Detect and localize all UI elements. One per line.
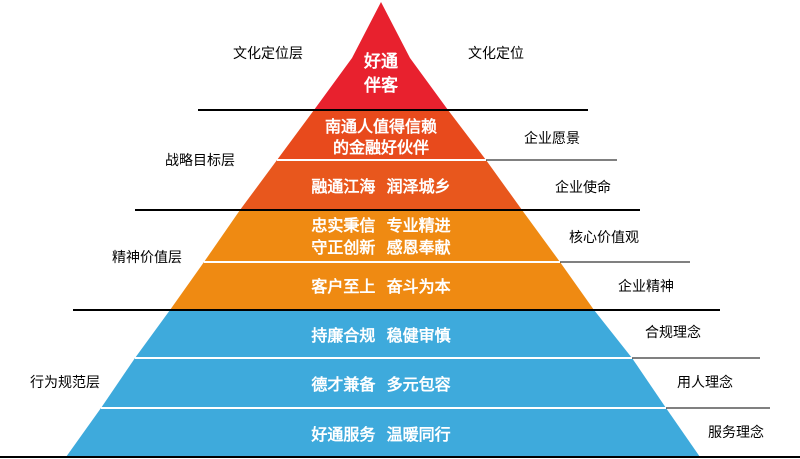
tier-compliance (135, 310, 632, 358)
compliance-text: 持廉合规 稳健审慎 (311, 326, 450, 345)
right-label-mission: 企业使命 (555, 179, 611, 196)
tier-apex (314, 2, 448, 110)
right-label-compliance: 合规理念 (645, 324, 701, 341)
right-label-spirit: 企业精神 (618, 278, 674, 295)
tier-service (66, 408, 700, 457)
tier-spirit (170, 262, 594, 310)
values-line-1: 忠实秉信 专业精进 (311, 216, 450, 235)
spirit-text: 客户至上 奋斗为本 (311, 277, 450, 296)
tier-mission (240, 160, 522, 210)
tier-vision (277, 110, 486, 160)
right-label-culture: 文化定位 (468, 46, 524, 62)
layer-label-spirit: 精神价值层 (112, 250, 182, 266)
layer-label-behavior: 行为规范层 (30, 374, 100, 391)
layer-label-culture: 文化定位层 (233, 46, 303, 62)
vision-line-1: 南通人值得信赖 (325, 117, 437, 136)
service-text: 好通服务 温暖同行 (310, 425, 450, 444)
right-label-values: 核心价值观 (569, 230, 639, 246)
tier-talent (101, 358, 666, 408)
mission-text: 融通江海 润泽城乡 (311, 177, 450, 196)
right-label-vision: 企业愿景 (524, 130, 580, 147)
apex-line-1: 好通 (363, 51, 398, 72)
right-label-service: 服务理念 (708, 424, 764, 441)
values-line-2: 守正创新 感恩奉献 (311, 238, 450, 257)
vision-line-2: 的金融好伙伴 (333, 138, 429, 157)
talent-text: 德才兼备 多元包容 (311, 375, 450, 394)
layer-label-strategy: 战略目标层 (165, 153, 235, 169)
right-label-talent: 用人理念 (677, 374, 733, 391)
apex-line-2: 伴客 (363, 75, 399, 96)
tier-values (204, 210, 560, 262)
